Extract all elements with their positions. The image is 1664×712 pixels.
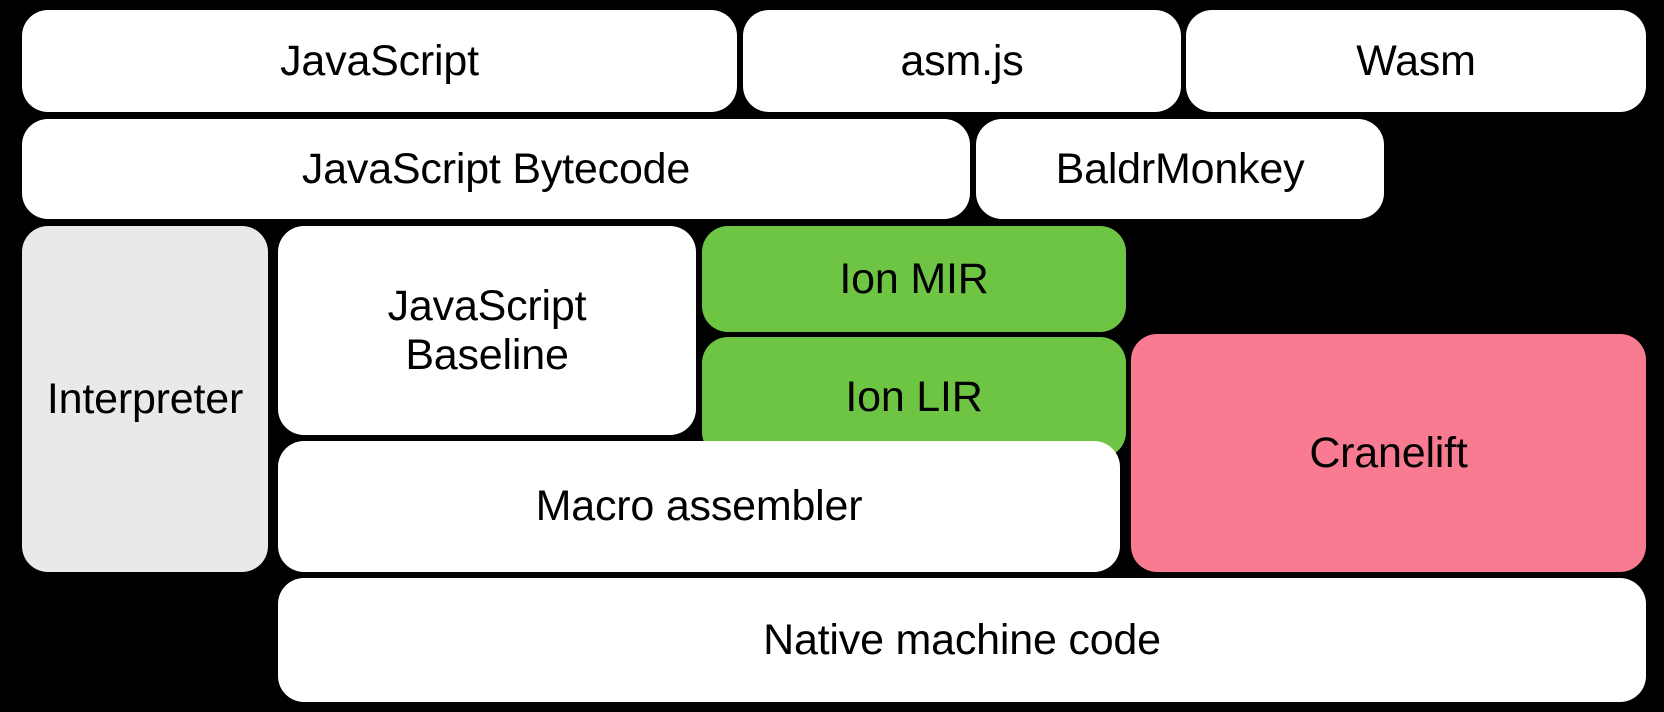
node-ion-lir: Ion LIR: [702, 337, 1126, 458]
node-macro-assembler: Macro assembler: [278, 441, 1120, 572]
node-cranelift: Cranelift: [1131, 334, 1646, 572]
node-native-machine-code: Native machine code: [278, 578, 1646, 702]
node-baldrmonkey: BaldrMonkey: [976, 119, 1384, 219]
node-interpreter: Interpreter: [22, 226, 268, 572]
node-javascript: JavaScript: [22, 10, 737, 112]
node-wasm: Wasm: [1186, 10, 1646, 112]
node-asmjs: asm.js: [743, 10, 1181, 112]
node-javascript-baseline: JavaScript Baseline: [278, 226, 696, 435]
node-ion-mir: Ion MIR: [702, 226, 1126, 332]
node-javascript-bytecode: JavaScript Bytecode: [22, 119, 970, 219]
